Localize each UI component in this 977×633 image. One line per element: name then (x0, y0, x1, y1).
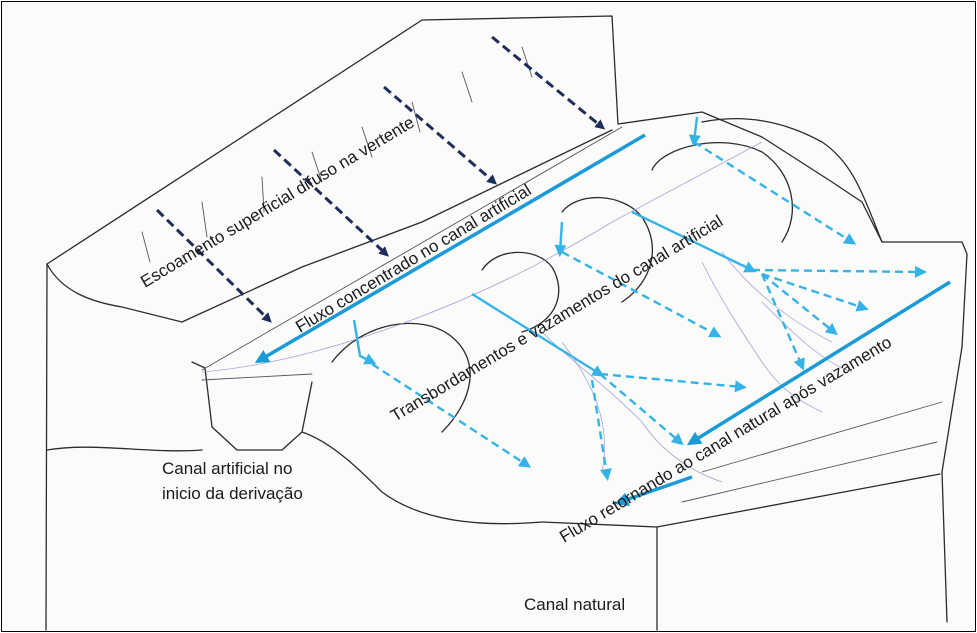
label-natural-channel: Canal natural (524, 595, 625, 614)
diffuse-arrow-1 (155, 208, 272, 323)
concentrated-flow-arrows (254, 133, 951, 506)
label-artificial-channel-line1: Canal artificial no (162, 459, 292, 478)
overflow-solid-4 (631, 210, 757, 273)
overflow-solid-2 (471, 292, 605, 377)
block-outline (45, 15, 968, 631)
overflow-solid-3 (554, 221, 567, 257)
overflow-solid-arrows (352, 116, 757, 377)
return-flow-arrow-main (686, 280, 951, 446)
overflow-dashed-6 (590, 379, 612, 481)
overflow-dashed-5 (599, 373, 684, 446)
overflow-dashed-10 (760, 273, 805, 371)
overflow-dashed-2 (561, 250, 722, 338)
overflow-solid-1 (352, 319, 377, 365)
diffuse-runoff-arrows (155, 35, 606, 323)
label-artificial-channel-line2: inicio da derivação (162, 484, 303, 503)
diffuse-arrow-4 (491, 35, 606, 130)
overflow-dashed-7 (751, 265, 927, 278)
overflow-dashed-4 (599, 372, 747, 393)
overflow-dashed-9 (761, 273, 838, 336)
return-flow-arrow-short (614, 475, 693, 506)
overflow-solid-5 (688, 116, 701, 147)
diffuse-arrow-3 (383, 85, 498, 185)
overflow-dashed-1 (371, 362, 532, 468)
label-concentrated-flow: Fluxo concentrado no canal artificial (292, 180, 534, 336)
concentrated-flow-arrow (254, 133, 646, 364)
label-diffuse-runoff: Escoamento superficial difuso na vertent… (137, 113, 417, 292)
overflow-dashed-8 (761, 272, 869, 312)
overflow-dashed-3 (693, 140, 857, 245)
overflow-dashed-arrows (371, 140, 927, 481)
diffuse-arrow-2 (272, 148, 389, 257)
